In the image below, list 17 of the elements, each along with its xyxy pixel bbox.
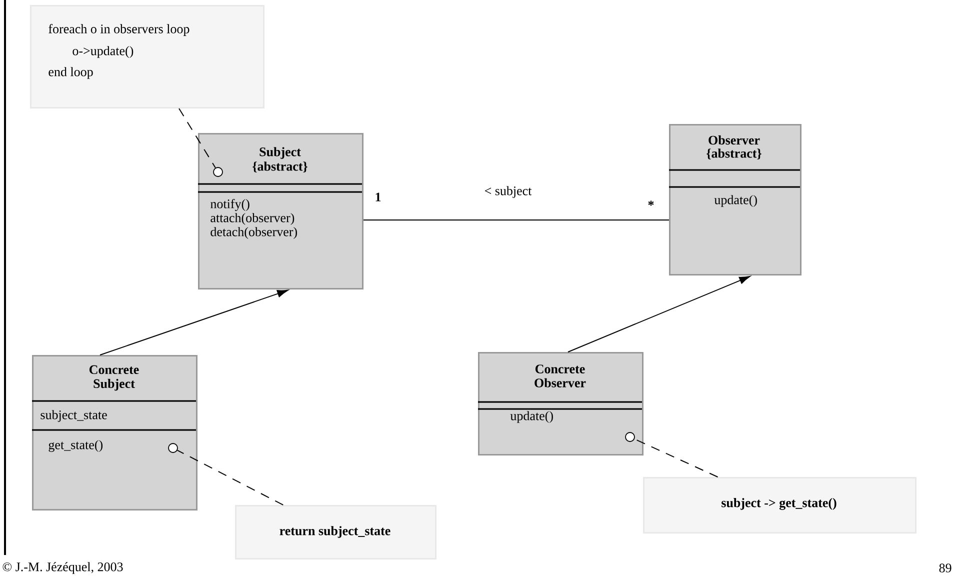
page-number: 89 — [939, 564, 952, 572]
note-box: return subject_state — [235, 505, 436, 560]
leader-line — [176, 450, 284, 506]
edge-label: < subject — [483, 185, 533, 199]
class-box: Concrete Subject subject_state get_state() — [32, 355, 198, 510]
note-box: foreach o in observers loop o->update() end loop — [30, 5, 264, 108]
copyright-text: © J.-M. Jézéquel, 2003 — [2, 562, 123, 574]
leader-line — [178, 108, 216, 168]
leader-line — [634, 438, 718, 478]
class-box: Observer {abstract} update() — [669, 124, 802, 276]
multiplicity-label: 1 — [376, 192, 381, 202]
inheritance-arrow — [100, 290, 288, 356]
note-box: subject -> get_state() — [643, 477, 916, 534]
inheritance-arrow — [568, 276, 750, 352]
multiplicity-label: * — [648, 200, 654, 206]
class-box: Concrete Observer update() — [478, 352, 644, 456]
class-box: Subject {abstract} notify() attach(observer) detach(observer) — [198, 133, 364, 290]
